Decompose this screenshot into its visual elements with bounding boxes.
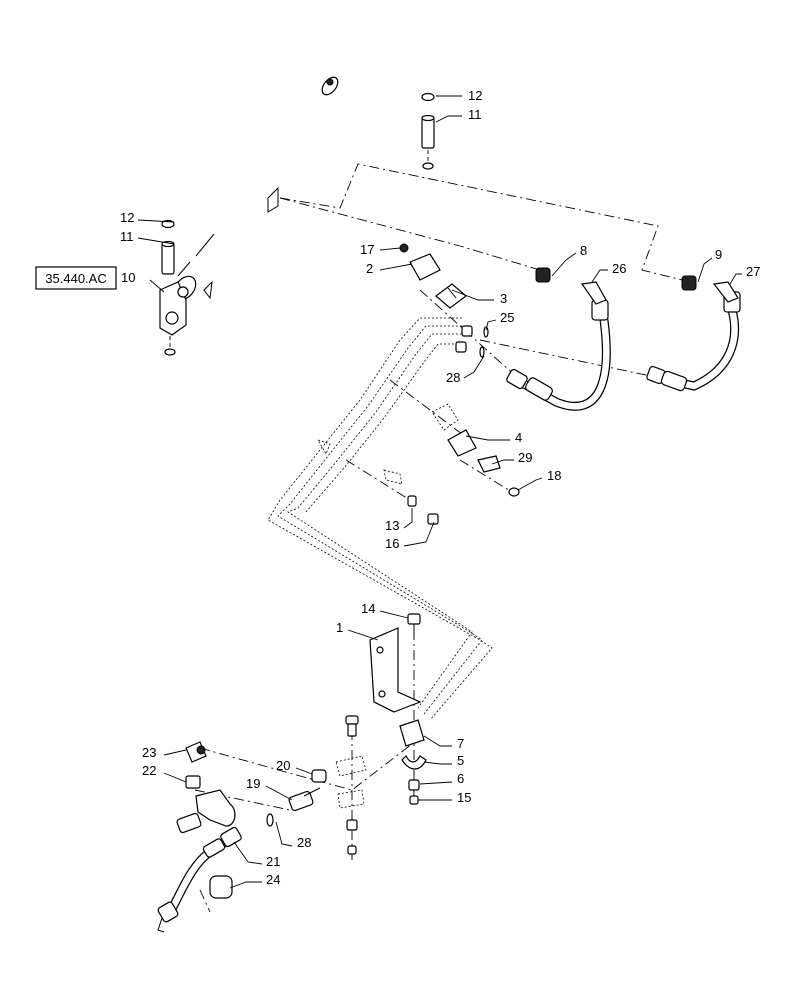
callout-24: 24 bbox=[266, 872, 280, 887]
bracket-1 bbox=[369, 627, 422, 713]
reference-box: 35.440.AC bbox=[35, 266, 117, 290]
elbow-22-23 bbox=[176, 741, 236, 834]
centerlines bbox=[194, 163, 691, 913]
clamp-lower bbox=[431, 403, 520, 497]
part-13-16 bbox=[317, 439, 439, 525]
callout-4: 4 bbox=[515, 430, 522, 445]
fittings-mid bbox=[455, 325, 489, 358]
callout-11: 11 bbox=[120, 229, 134, 244]
callout-29: 29 bbox=[518, 450, 532, 465]
callout-18: 18 bbox=[547, 468, 561, 483]
callout-13: 13 bbox=[385, 518, 399, 533]
fitting-8 bbox=[535, 267, 551, 283]
callout-16: 16 bbox=[385, 536, 399, 551]
callout-28: 28 bbox=[297, 835, 311, 850]
tube-run bbox=[267, 317, 493, 721]
leader-lines bbox=[137, 95, 742, 889]
callout-5: 5 bbox=[457, 753, 464, 768]
callout-19: 19 bbox=[246, 776, 260, 791]
callout-12: 12 bbox=[120, 210, 134, 225]
hose-27 bbox=[646, 281, 741, 392]
callout-27: 27 bbox=[746, 264, 760, 279]
pin-11-top bbox=[421, 92, 435, 170]
callout-6: 6 bbox=[457, 771, 464, 786]
callout-3: 3 bbox=[500, 291, 507, 306]
pin-11-left bbox=[161, 219, 175, 275]
callout-25: 25 bbox=[500, 310, 514, 325]
fitting-9 bbox=[681, 275, 697, 291]
reference-box-label: 35.440.AC bbox=[45, 271, 106, 286]
bolt-14 bbox=[407, 613, 421, 638]
hose-21 bbox=[157, 826, 242, 933]
callout-28: 28 bbox=[446, 370, 460, 385]
callout-23: 23 bbox=[142, 745, 156, 760]
clamp-upper bbox=[399, 243, 467, 309]
hydraulic-cylinder bbox=[159, 76, 340, 356]
callout-2: 2 bbox=[366, 261, 373, 276]
callout-labels: 1211121110172826927325284291813161417561… bbox=[120, 88, 760, 887]
clamp-7-5-6-15 bbox=[335, 715, 427, 855]
callout-12: 12 bbox=[468, 88, 482, 103]
callout-15: 15 bbox=[457, 790, 471, 805]
callout-9: 9 bbox=[715, 247, 722, 262]
callout-21: 21 bbox=[266, 854, 280, 869]
callout-17: 17 bbox=[360, 242, 374, 257]
callout-22: 22 bbox=[142, 763, 156, 778]
callout-10: 10 bbox=[121, 270, 135, 285]
callout-1: 1 bbox=[336, 620, 343, 635]
callout-8: 8 bbox=[580, 243, 587, 258]
fittings-lower bbox=[266, 769, 327, 827]
callout-26: 26 bbox=[612, 261, 626, 276]
callout-7: 7 bbox=[457, 736, 464, 751]
callout-14: 14 bbox=[361, 601, 375, 616]
hose-26 bbox=[506, 281, 611, 411]
callout-11: 11 bbox=[468, 107, 482, 122]
callout-20: 20 bbox=[276, 758, 290, 773]
